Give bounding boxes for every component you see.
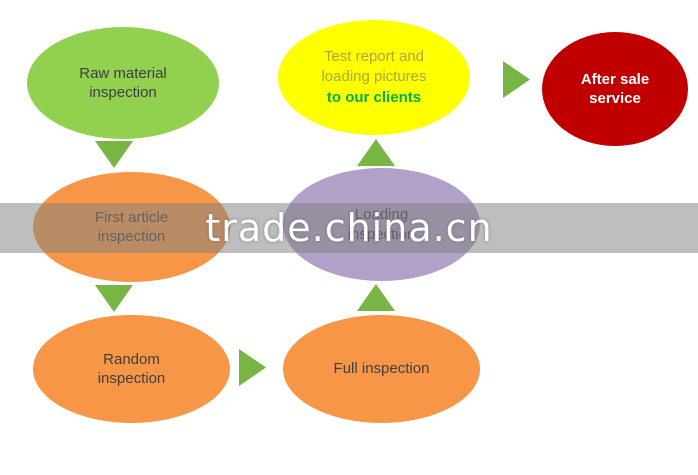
watermark-text: trade.china.cn <box>205 206 493 250</box>
arrow-first-to-random-icon <box>95 285 133 312</box>
node-test-report: Test report and loading pictures to our … <box>278 20 470 135</box>
arrow-loading-to-report-icon <box>357 139 395 166</box>
node-label: Full inspection <box>333 360 430 378</box>
node-full-inspection: Full inspection <box>283 315 480 423</box>
node-label: After sale service <box>580 70 650 108</box>
watermark-band: trade.china.cn <box>0 203 698 253</box>
arrow-full-to-loading-icon <box>357 284 395 311</box>
report-line-3: to our clients <box>326 88 422 106</box>
node-random-inspection: Random inspection <box>33 315 230 423</box>
report-line-2: loading pictures <box>321 68 427 86</box>
arrow-random-to-full-icon <box>239 349 266 386</box>
node-label: Random inspection <box>97 350 166 388</box>
arrow-report-to-aftersale-icon <box>503 61 530 98</box>
node-label-group: Test report and loading pictures to our … <box>321 47 426 108</box>
node-after-sale-service: After sale service <box>542 32 688 146</box>
arrow-raw-to-first-icon <box>95 141 133 168</box>
report-line-1: Test report and <box>323 48 425 66</box>
node-label: Raw material inspection <box>79 64 167 102</box>
node-raw-material-inspection: Raw material inspection <box>27 27 219 139</box>
